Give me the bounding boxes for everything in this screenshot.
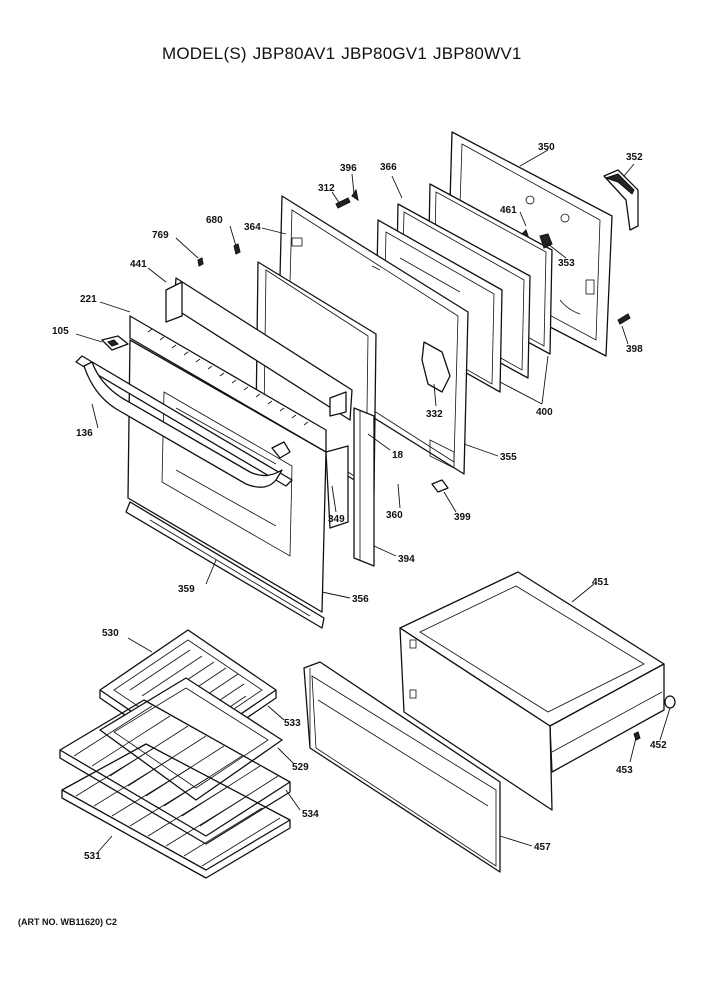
callout-332: 332	[426, 409, 443, 420]
callout-441: 441	[130, 259, 147, 270]
callout-356: 356	[352, 594, 369, 605]
callout-452: 452	[650, 740, 667, 751]
callout-364: 364	[244, 222, 261, 233]
model-title: MODEL(S) JBP80AV1 JBP80GV1 JBP80WV1	[162, 44, 528, 64]
callout-451: 451	[592, 577, 609, 588]
callout-531: 531	[84, 851, 101, 862]
callout-labels: 350 352 396 366 312 680 364 461 353 769 …	[52, 142, 667, 862]
callout-359: 359	[178, 584, 195, 595]
callout-312: 312	[318, 183, 335, 194]
callout-349: 349	[328, 514, 345, 525]
callout-533: 533	[284, 718, 301, 729]
model-number: JBP80AV1	[252, 44, 336, 63]
drawer-front-457	[303, 661, 501, 873]
leader-lines	[75, 149, 671, 853]
door-handle-136	[75, 355, 293, 488]
callout-529: 529	[292, 762, 309, 773]
callout-18: 18	[392, 450, 404, 461]
callout-352: 352	[626, 152, 643, 163]
callout-530: 530	[102, 628, 119, 639]
callout-396: 396	[340, 163, 357, 174]
callout-394: 394	[398, 554, 415, 565]
broiler-pan-bottom-529	[99, 677, 283, 801]
callout-136: 136	[76, 428, 93, 439]
trim-piece-352	[603, 169, 639, 231]
outer-door-panel	[127, 339, 349, 613]
callout-353: 353	[558, 258, 575, 269]
callout-398: 398	[626, 344, 643, 355]
oven-rack-531	[61, 743, 291, 879]
model-prefix: MODEL(S)	[162, 44, 247, 63]
callout-350: 350	[538, 142, 555, 153]
callout-399: 399	[454, 512, 471, 523]
art-number: (ART NO. WB11620) C2	[18, 917, 118, 927]
model-number: JBP80GV1	[341, 44, 427, 63]
callout-453: 453	[616, 765, 633, 776]
callout-366: 366	[380, 162, 397, 173]
callout-461: 461	[500, 205, 517, 216]
door-frame-221	[129, 277, 353, 453]
callout-769: 769	[152, 230, 169, 241]
model-number: JBP80WV1	[433, 44, 522, 63]
callout-457: 457	[534, 842, 551, 853]
storage-drawer-451	[399, 571, 665, 811]
callout-360: 360	[386, 510, 403, 521]
handle-endcap-105	[101, 335, 129, 351]
callout-105: 105	[52, 326, 69, 337]
callout-680: 680	[206, 215, 223, 226]
callout-400: 400	[536, 407, 553, 418]
callout-534: 534	[302, 809, 319, 820]
callout-355: 355	[500, 452, 517, 463]
side-channel-394	[353, 407, 375, 567]
door-bottom-trim-359	[125, 501, 325, 629]
callout-221: 221	[80, 294, 97, 305]
